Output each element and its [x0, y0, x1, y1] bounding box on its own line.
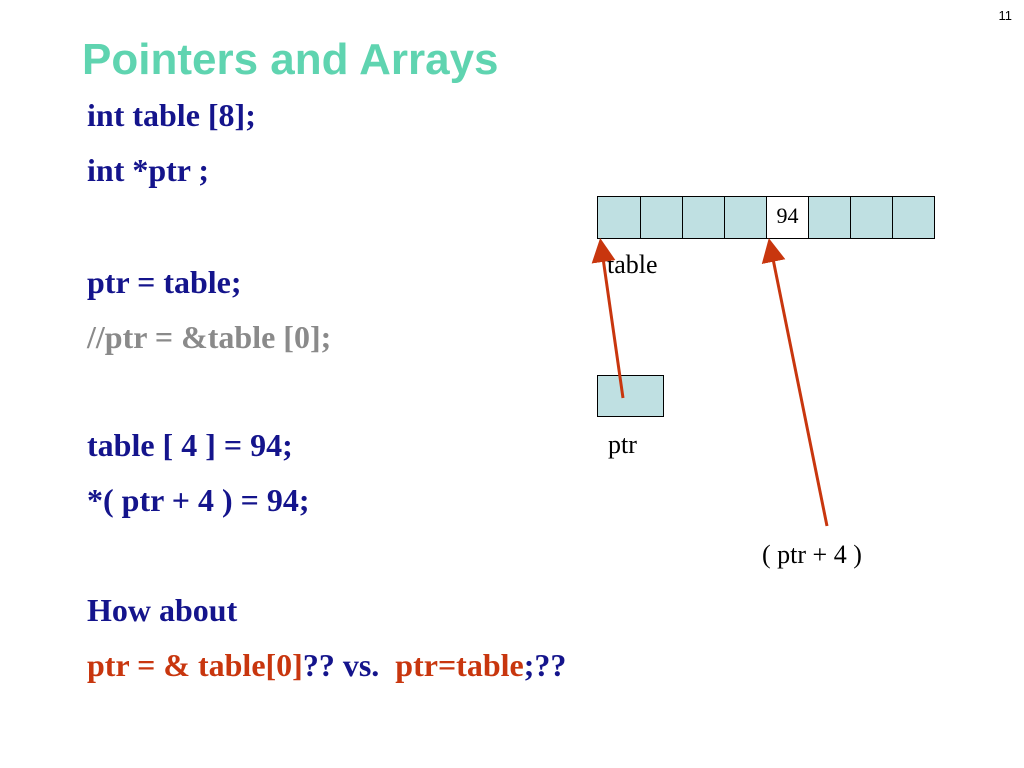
code-decl-table: int table [8];	[87, 97, 256, 133]
array-cell-0	[598, 197, 640, 238]
array-cell-1	[640, 197, 682, 238]
code-compare: ptr = & table[0]?? vs. ptr=table;??	[87, 645, 566, 685]
compare-part-2: ?? vs.	[302, 647, 396, 683]
code-index-assign: table [ 4 ] = 94;	[87, 427, 293, 463]
ptr-plus-4-arrow	[761, 238, 829, 527]
page-number: 11	[998, 8, 1013, 23]
code-ptr-assign: *( ptr + 4 ) = 94;	[87, 482, 310, 518]
array-cell-2	[682, 197, 724, 238]
ptr-box	[597, 375, 664, 417]
compare-part-4: ;??	[523, 647, 567, 683]
code-comment: //ptr = &table [0];	[87, 319, 332, 355]
array-cell-6	[850, 197, 892, 238]
ptr-label: ptr	[608, 430, 637, 459]
array-cell-4: 94	[766, 197, 808, 238]
array-cell-5	[808, 197, 850, 238]
array-cell-7	[892, 197, 934, 238]
table-label: table	[607, 250, 658, 279]
compare-part-3: ptr=table	[395, 647, 524, 683]
code-decl-ptr: int *ptr ;	[87, 152, 210, 188]
table-array: 94	[597, 196, 935, 239]
array-cell-3	[724, 197, 766, 238]
ptr-plus-4-label: ( ptr + 4 )	[762, 540, 862, 569]
code-question: How about	[87, 592, 238, 628]
code-assign: ptr = table;	[87, 264, 242, 300]
compare-part-1: ptr = & table[0]	[87, 647, 303, 683]
slide-title: Pointers and Arrays	[82, 35, 499, 84]
